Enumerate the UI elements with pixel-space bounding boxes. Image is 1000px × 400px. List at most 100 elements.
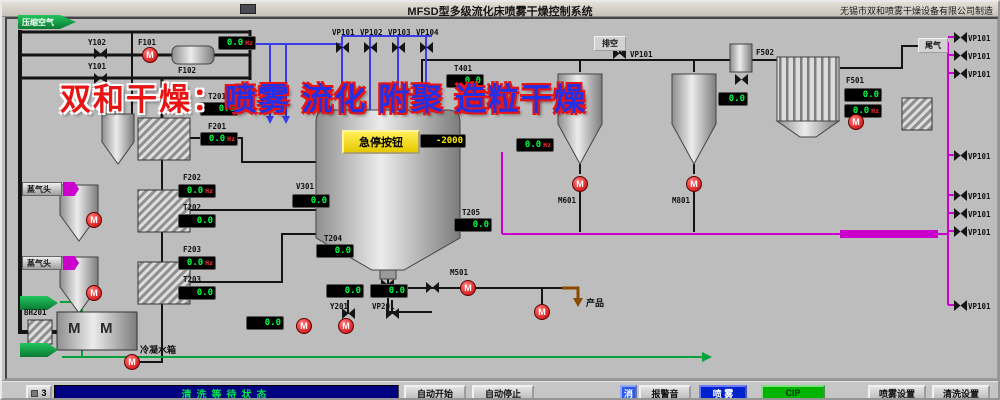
spray-settings-button[interactable]: 喷雾设置 (868, 385, 926, 398)
agitator-motor-2-icon: M (100, 320, 113, 337)
tag-vp103: VP103 (388, 28, 411, 37)
cip-button[interactable]: CIP (761, 385, 825, 398)
tag-right-valve-1: VP101 (968, 34, 991, 43)
tag-right-valve-7: VP101 (968, 228, 991, 237)
tag-y201: Y201 (330, 302, 349, 311)
clean-settings-button[interactable]: 清洗设置 (932, 385, 990, 398)
steam-head-label-2: 蒸气头 (22, 256, 62, 270)
tail-gas-label: 尾气 (918, 38, 948, 53)
tag-right-valve-3: VP101 (968, 70, 991, 79)
water-inlet-arrow-2-icon (20, 343, 58, 357)
valve-right-3[interactable] (954, 68, 967, 79)
spray-button[interactable]: 喷 雾 (699, 385, 747, 398)
pump-bag-filter[interactable]: M (848, 114, 864, 130)
pump-m801[interactable]: M (686, 176, 702, 192)
pump-f101[interactable]: M (142, 47, 158, 63)
valve-right-2[interactable] (954, 50, 967, 61)
tag-f101: F101 (138, 38, 157, 47)
valve-right-7[interactable] (954, 226, 967, 237)
display-t401: 0.0 (446, 74, 484, 88)
display-v301: 0.0 (292, 194, 330, 208)
tag-m801: M801 (672, 196, 691, 205)
valve-right-1[interactable] (954, 32, 967, 43)
vent-label: 排空 (594, 36, 626, 51)
mute-icon[interactable]: 消 (620, 385, 637, 398)
page-selector[interactable]: 3 (26, 385, 52, 398)
display-bottom-2: 0.0 (370, 284, 408, 298)
page-title: MFSD型多级流化床喷雾干燥控制系统 (407, 6, 593, 18)
tag-right-valve-5: VP101 (968, 192, 991, 201)
pump-center-right[interactable]: M (534, 304, 550, 320)
pipe-network (18, 30, 967, 363)
valve-product-line[interactable] (426, 282, 439, 293)
tag-right-valve-6: VP101 (968, 210, 991, 219)
bottom-bar: 3 清洗等待状态 自动开始 自动停止 消 报警音 喷 雾 CIP 喷雾设置 清洗… (2, 380, 998, 398)
tag-t201: T201 (208, 92, 227, 101)
valve-y102[interactable] (94, 48, 107, 59)
tag-t203: T203 (183, 275, 202, 284)
display-t202: 0.0 (178, 214, 216, 228)
pump-left-2[interactable]: M (86, 212, 102, 228)
tag-f203: F203 (183, 245, 202, 254)
pump-m601[interactable]: M (572, 176, 588, 192)
tag-m601: M601 (558, 196, 577, 205)
condensate-tank (56, 311, 138, 351)
tag-right-valve-2: VP101 (968, 52, 991, 61)
page-icon (31, 389, 39, 397)
pump-bottom-1[interactable]: M (296, 318, 312, 334)
pump-left-3[interactable]: M (86, 285, 102, 301)
valve-right-8[interactable] (954, 300, 967, 311)
tag-m501: M501 (450, 268, 469, 277)
tag-right-valve-8: VP101 (968, 302, 991, 311)
valve-right-5[interactable] (954, 190, 967, 201)
valve-y101[interactable] (94, 73, 107, 84)
steam-head-label-1: 蒸气头 (22, 182, 62, 196)
tag-t204: T204 (324, 234, 343, 243)
display-f502: 0.0 (718, 92, 748, 106)
chamber-outlet (379, 269, 397, 280)
blower-f102 (171, 45, 215, 65)
tag-bh201: BH201 (24, 308, 47, 317)
display-t201: 0.0 (200, 102, 238, 116)
valve-f502[interactable] (735, 74, 748, 85)
tag-vp201: VP201 (372, 302, 395, 311)
display-f501-1: 0.0 (844, 88, 882, 102)
tag-f501: F501 (846, 76, 865, 85)
pump-bottom-2[interactable]: M (338, 318, 354, 334)
tag-y101: Y101 (88, 62, 107, 71)
tag-f102: F102 (178, 66, 197, 75)
tag-t205: T205 (462, 208, 481, 217)
silencer (901, 97, 933, 131)
alarm-mute-button[interactable]: 报警音 (639, 385, 691, 398)
tag-y102: Y102 (88, 38, 107, 47)
valve-right-4[interactable] (954, 150, 967, 161)
display-chamber-temp: -2000 (420, 134, 466, 148)
cyclone-right-1 (557, 73, 603, 166)
tag-f201: F201 (208, 122, 227, 131)
tag-f202: F202 (183, 173, 202, 182)
steam-arrow-2-icon (63, 256, 79, 270)
pump-condensate[interactable]: M (124, 354, 140, 370)
tag-t202: T202 (183, 203, 202, 212)
display-t204: 0.0 (316, 244, 354, 258)
manufacturer-label: 无锡市双和喷雾干燥设备有限公司制造 (839, 6, 993, 16)
title-bar: MFSD型多级流化床喷雾干燥控制系统 无锡市双和喷雾干燥设备有限公司制造 (2, 2, 998, 18)
tag-vp104: VP104 (416, 28, 439, 37)
page-number: 3 (41, 388, 47, 398)
auto-stop-button[interactable]: 自动停止 (472, 385, 534, 398)
condensate-tank-label: 冷凝水箱 (140, 345, 177, 355)
cyclone-left-1 (101, 113, 135, 165)
product-label: 产品 (586, 298, 605, 308)
cyclone-right-2 (671, 73, 717, 166)
pump-m501[interactable]: M (460, 280, 476, 296)
valve-right-6[interactable] (954, 208, 967, 219)
bh201-box (27, 319, 53, 345)
display-t205: 0.0 (454, 218, 492, 232)
cyclone-left-2 (59, 184, 99, 242)
steam-arrow-1-icon (63, 182, 79, 196)
auto-start-button[interactable]: 自动开始 (404, 385, 466, 398)
emergency-stop-button[interactable]: 急停按钮 (342, 130, 420, 154)
